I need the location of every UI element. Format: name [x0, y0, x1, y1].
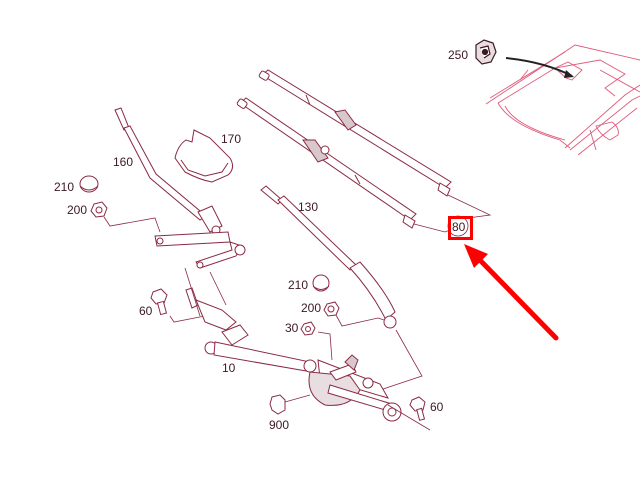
- rain-sensor-part[interactable]: [475, 39, 497, 65]
- nut-part-right[interactable]: [323, 301, 340, 317]
- wiper-blade-lower[interactable]: [236, 97, 417, 229]
- wiper-blade-upper[interactable]: [258, 69, 452, 197]
- leader-130: [379, 329, 423, 391]
- label-130: 130: [298, 200, 319, 214]
- label-80[interactable]: 80: [452, 220, 466, 234]
- label-60-left: 60: [139, 304, 153, 318]
- cover-part[interactable]: [174, 129, 234, 183]
- label-210-right: 210: [288, 278, 309, 292]
- linkage-arm[interactable]: [154, 231, 246, 269]
- cap-part-right[interactable]: [312, 274, 330, 292]
- leader-30: [317, 331, 333, 361]
- leader-200-left: [103, 216, 161, 233]
- label-60-right: 60: [430, 400, 444, 414]
- wiper-arm-right[interactable]: [260, 185, 397, 329]
- label-900: 900: [269, 418, 290, 432]
- leader-900: [284, 394, 311, 403]
- bolt-part-left[interactable]: [150, 288, 168, 316]
- label-170: 170: [221, 132, 242, 146]
- leader-60-left: [169, 314, 211, 323]
- cap-part-left[interactable]: [79, 175, 99, 193]
- label-200-left: 200: [67, 203, 88, 217]
- label-10: 10: [222, 361, 236, 375]
- label-160: 160: [113, 155, 134, 169]
- red-arrow-icon: [464, 244, 559, 341]
- bolt-part-right[interactable]: [409, 396, 426, 421]
- wiper-linkage-motor[interactable]: [184, 267, 431, 431]
- highlight-box-80[interactable]: [448, 216, 473, 240]
- label-210-left: 210: [54, 180, 75, 194]
- label-200-right: 200: [301, 301, 322, 315]
- label-30: 30: [285, 321, 299, 335]
- nut-part-30[interactable]: [300, 321, 316, 336]
- connector-part[interactable]: [269, 394, 286, 415]
- leader-200-right: [335, 314, 385, 327]
- windshield-outline: [485, 44, 641, 156]
- label-250: 250: [448, 48, 469, 62]
- nut-part-left[interactable]: [90, 201, 108, 218]
